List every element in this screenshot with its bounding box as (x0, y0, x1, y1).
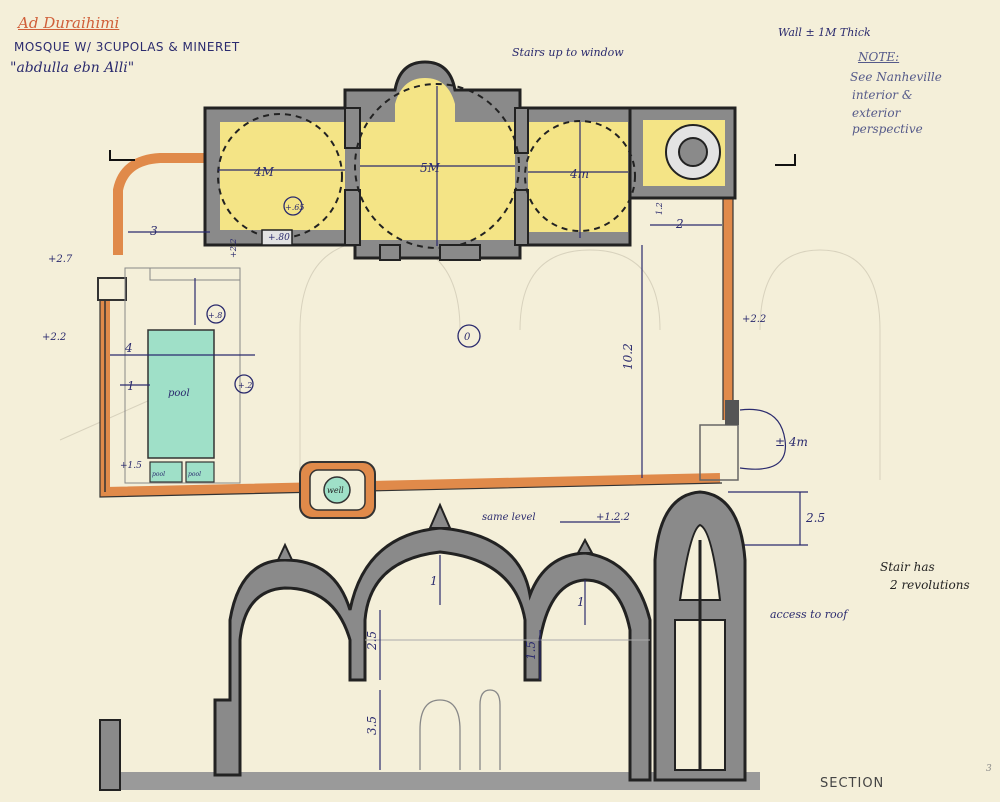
minbar (479, 689, 501, 770)
section-dim-1: 1 (430, 574, 438, 588)
section-marker-east (775, 154, 796, 166)
section-dim-6: +1.2.2 (596, 512, 630, 523)
well (323, 476, 351, 504)
note-line-1: See Nanheville (850, 70, 942, 84)
subtitle-line-2: "abdulla ebn Alli" (10, 60, 135, 76)
dim-height-4m: ± 4m (775, 435, 808, 449)
pool-cell-label-2: pool (188, 471, 201, 478)
note-heading: NOTE: (858, 50, 900, 64)
bay-left (220, 122, 345, 230)
place-title: Ad Duraihimi (18, 14, 120, 32)
level-12: 1.2 (655, 202, 664, 215)
pool-label: pool (168, 388, 190, 399)
level-2: +.2 (238, 381, 252, 390)
stair-note-line-2: 2 revolutions (890, 578, 970, 592)
level-80: +.80 (268, 233, 290, 243)
well-label: well (327, 486, 344, 495)
level-65: +.65 (285, 203, 304, 212)
pool-cell-1 (149, 461, 183, 483)
section-label: SECTION (820, 776, 885, 791)
cupola-outlines (217, 83, 636, 249)
ground-line (100, 772, 760, 790)
access-note: access to roof (770, 608, 848, 621)
same-level-note: same level (482, 512, 536, 523)
dim-2: 2 (675, 217, 684, 231)
level-27: +2.7 (48, 254, 73, 265)
level-22-top: +2.2 (229, 239, 238, 258)
section-dim-2: 2.5 (365, 631, 379, 651)
dim-courtyard-height: 10.2 (621, 343, 635, 370)
section-dim-4: 1.5 (524, 641, 538, 660)
section-dim-5: 1 (577, 595, 585, 609)
dim-offset-3: 3 (150, 224, 158, 238)
dim-left-dome: 4M (253, 165, 275, 179)
floor-plan (97, 60, 808, 546)
dim-offset-1: 1 (127, 379, 135, 393)
bay-right (528, 122, 628, 232)
dim-height-25: 2.5 (805, 511, 825, 525)
dim-center-dome: 5M (420, 161, 441, 175)
dim-width: 4 (124, 341, 133, 355)
corner-pier (97, 277, 127, 301)
stair-note-line-1: Stair has (880, 560, 935, 574)
section-drawing (99, 490, 760, 791)
mihrab-niche (419, 699, 461, 770)
level-zero: 0 (464, 332, 471, 343)
level-22-left: +2.2 (42, 332, 66, 343)
page-number: 3 (986, 764, 992, 774)
stair-note: Stairs up to window (512, 46, 624, 59)
level-8: +.8 (208, 311, 222, 320)
section-dim-3: 3.5 (365, 716, 379, 735)
pool-cell-2 (185, 461, 215, 483)
section-marker-west (109, 150, 135, 161)
level-22-right: +2.2 (742, 314, 766, 325)
wall-note: Wall ± 1M Thick (778, 26, 871, 39)
subtitle-line-1: MOSQUE W/ 3CUPOLAS & MINERET (14, 40, 240, 54)
courtyard-wall-nw (113, 153, 205, 255)
dim-right-dome: 4m (569, 167, 589, 181)
section-arches (213, 526, 652, 782)
note-line-2: interior & (852, 88, 913, 102)
pool (147, 329, 215, 459)
note-line-4: perspective (852, 122, 923, 136)
pool-cell-label-1: pool (152, 471, 165, 478)
note-line-3: exterior (852, 106, 901, 120)
level-15: +1.5 (120, 461, 142, 471)
